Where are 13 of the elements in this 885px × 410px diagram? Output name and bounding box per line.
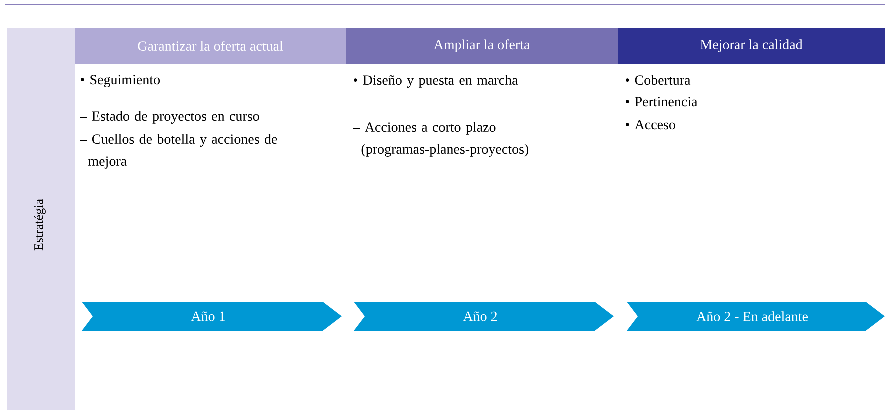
bullet-text: • Seguimiento [81,75,160,88]
side-band: Estratégia [7,28,75,410]
column-header: Ampliar la oferta [346,28,618,64]
bullet-text: • Acceso [626,120,676,130]
bullet-text: • Cobertura [626,75,691,86]
year-band: Año 2 [354,302,614,331]
year-band: Año 1 [82,302,342,331]
column-header: Garantizar la oferta actual [75,28,346,64]
bullet-text: • Pertinencia [626,97,698,107]
bullet-text: • Diseño y puesta en marcha [354,75,518,88]
column-header: Mejorar la calidad [618,28,885,64]
bullet-text: – Acciones a corto plazo (programas-planes-proyectos) [353,122,529,157]
year-band: Año 2 - En adelante [627,302,885,331]
